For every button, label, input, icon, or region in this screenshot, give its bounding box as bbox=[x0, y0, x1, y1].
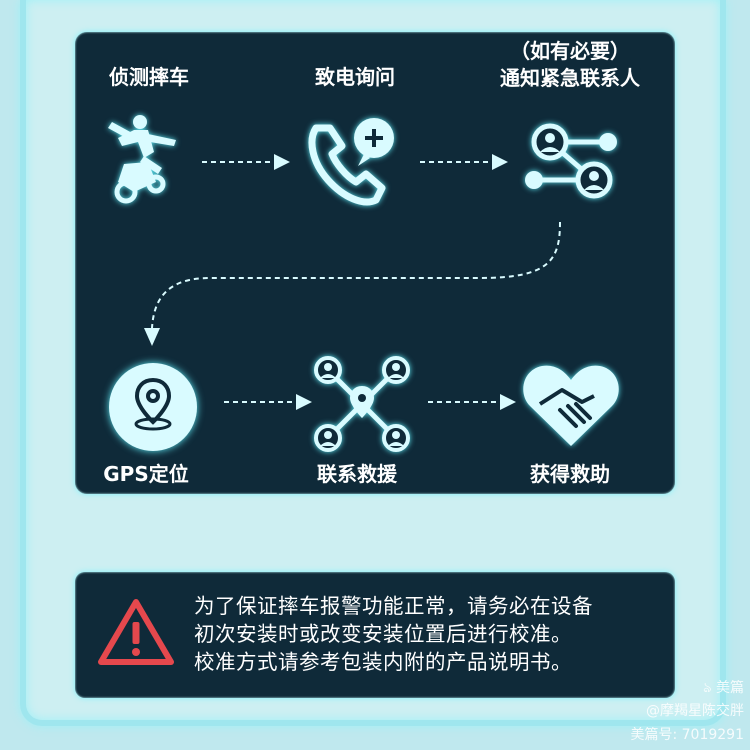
warning-triangle-icon bbox=[98, 598, 174, 666]
watermark-brand: ঌ 美篇 bbox=[703, 676, 744, 700]
flow-arrow-curve bbox=[140, 220, 570, 350]
notice-line-3: 校准方式请参考包装内附的产品说明书。 bbox=[194, 650, 572, 674]
meipian-logo-icon: ঌ bbox=[703, 680, 712, 696]
watermark-id: 美篇号: 7019291 bbox=[630, 727, 744, 743]
gps-location-icon bbox=[106, 360, 200, 454]
step-label-detect-fall: 侦测摔车 bbox=[109, 65, 189, 89]
notice-line-2: 初次安装时或改变安装位置后进行校准。 bbox=[194, 622, 572, 646]
step-label-contact-rescue: 联系救援 bbox=[317, 462, 397, 486]
handshake-heart-icon bbox=[520, 360, 622, 450]
rescue-network-icon bbox=[314, 356, 410, 452]
flow-arrow-3 bbox=[224, 392, 314, 412]
notice-line-1: 为了保证摔车报警功能正常，请务必在设备 bbox=[194, 594, 593, 618]
flow-arrow-4 bbox=[428, 392, 518, 412]
watermark-brand-text: 美篇 bbox=[716, 680, 744, 696]
step-label-notify-contacts-line2: 通知紧急联系人 bbox=[500, 66, 640, 90]
step-label-get-rescued: 获得救助 bbox=[530, 462, 610, 486]
step-label-gps: GPS定位 bbox=[103, 462, 189, 486]
step-label-notify-contacts: （如有必要） 通知紧急联系人 bbox=[500, 38, 640, 92]
calibration-notice-text: 为了保证摔车报警功能正常，请务必在设备 初次安装时或改变安装位置后进行校准。 校… bbox=[194, 592, 664, 676]
step-label-call: 致电询问 bbox=[315, 65, 395, 89]
flow-arrow-1 bbox=[202, 152, 292, 172]
contacts-network-icon bbox=[522, 118, 622, 204]
motorcycle-fall-icon bbox=[104, 112, 184, 208]
watermark-author: @摩羯星陈交胖 bbox=[646, 703, 744, 719]
flow-arrow-2 bbox=[420, 152, 510, 172]
phone-call-icon bbox=[302, 110, 402, 210]
calibration-notice-panel bbox=[75, 572, 675, 698]
step-label-notify-contacts-line1: （如有必要） bbox=[510, 39, 630, 63]
